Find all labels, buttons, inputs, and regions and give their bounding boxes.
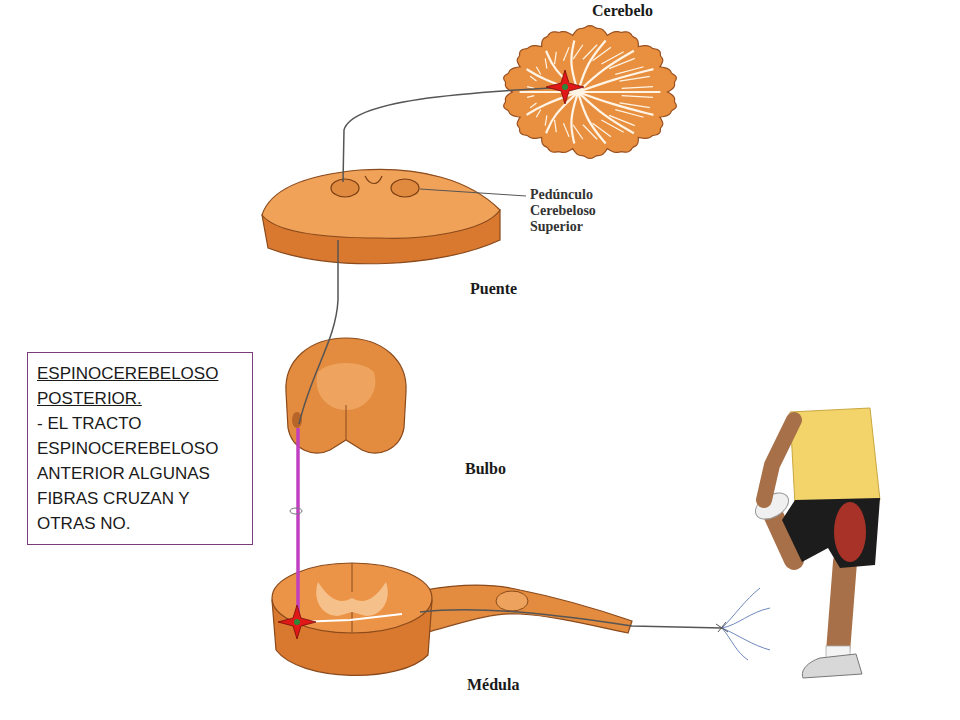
posterior-fissure (352, 563, 353, 592)
arbor-vitae (593, 123, 611, 137)
arbor-vitae (527, 92, 578, 115)
pons-section (262, 169, 500, 238)
arbor-vitae (527, 87, 534, 89)
synapse-star (546, 70, 584, 104)
arbor-vitae (530, 76, 536, 81)
arbor-vitae (536, 110, 540, 118)
arbor-vitae (555, 120, 557, 132)
nerve-ending (722, 628, 770, 650)
arbor-vitae (609, 58, 635, 68)
arbor-vitae (545, 115, 547, 125)
arbor-vitae (563, 123, 569, 137)
arbor-vitae (536, 67, 540, 75)
arbor-vitae (545, 58, 547, 68)
tract-highlight (296, 428, 300, 620)
arbor-vitae (620, 103, 650, 108)
arbor-vitae (578, 92, 606, 143)
arbor-vitae (578, 91, 660, 93)
nerve-ending (722, 608, 770, 628)
bulbo-section (286, 338, 406, 453)
standing-leg (838, 562, 845, 652)
tract-line (299, 240, 338, 424)
structure-label: Cerebelo (592, 2, 653, 20)
note-heading: ESPINOCEREBELOSO POSTERIOR. (37, 361, 243, 411)
arbor-vitae (601, 120, 623, 132)
shirt (790, 408, 880, 505)
arbor-vitae (555, 52, 557, 64)
receptor (716, 622, 728, 632)
arbor-vitae (622, 96, 653, 98)
arbor-vitae (583, 125, 597, 139)
median-fissure (346, 405, 347, 440)
nerve-ending (722, 628, 748, 660)
arbor-vitae (622, 87, 653, 89)
note-body: - EL TRACTO ESPINOCEREBELOSO ANTERIOR AL… (37, 411, 243, 536)
nerve-line (420, 610, 722, 628)
arbor-vitae (571, 92, 578, 143)
star-center (294, 619, 300, 625)
arbor-vitae (615, 67, 643, 75)
shorts (782, 498, 880, 568)
arbor-vitae (609, 115, 635, 125)
nerve-ending (722, 588, 760, 628)
star-center (562, 84, 568, 90)
peduncle (391, 179, 419, 197)
structure-label: Pedúnculo Cerebeloso Superior (530, 187, 640, 235)
arbor-vitae (563, 47, 569, 61)
quadriceps (834, 502, 866, 562)
arbor-vitae (601, 52, 623, 64)
structure-label: Bulbo (465, 460, 506, 478)
arbor-vitae (573, 125, 583, 139)
note-box: ESPINOCEREBELOSO POSTERIOR.- EL TRACTO E… (27, 352, 253, 545)
arbor-vitae (578, 69, 653, 92)
arbor-vitae (573, 45, 583, 59)
structure-label: Puente (470, 280, 517, 298)
shoe (802, 654, 862, 678)
arbor-vitae (615, 110, 643, 118)
synapse-star (278, 605, 316, 639)
pons-notch (365, 176, 382, 184)
tract-line (343, 87, 565, 182)
cord-section (272, 563, 432, 633)
root-ganglion (496, 591, 528, 611)
cerebellum (504, 26, 677, 159)
bulbo-core (317, 363, 376, 410)
leader-line (420, 189, 526, 196)
anterior-fissure (352, 612, 353, 633)
arbor-vitae (620, 76, 650, 81)
peduncle (331, 179, 359, 197)
arbor-vitae (593, 47, 611, 61)
arbor-vitae (583, 45, 597, 59)
fiber-mark (290, 508, 302, 514)
arm (764, 420, 794, 500)
arbor-vitae (527, 96, 534, 98)
structure-label: Médula (467, 676, 519, 694)
arbor-vitae (530, 103, 536, 108)
cerebellum-outline (504, 26, 677, 159)
